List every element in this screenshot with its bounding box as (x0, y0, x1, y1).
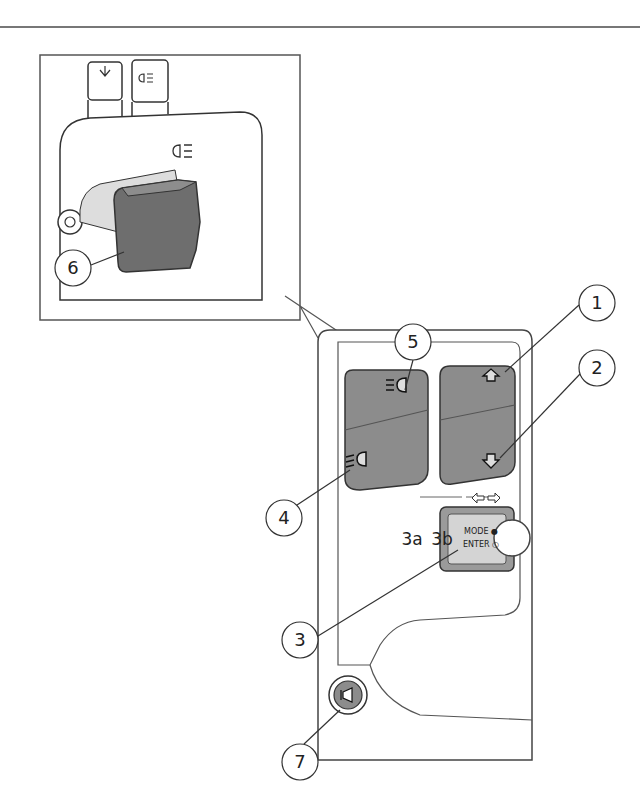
callout-number: 3b (431, 531, 453, 548)
callout-number: 6 (67, 259, 78, 277)
callout-number: 3 (294, 631, 305, 649)
callout-number: 4 (278, 509, 289, 527)
button-label: ENTER ○ (463, 541, 499, 549)
callout-number: 3a (401, 531, 422, 548)
callout-number: 2 (591, 359, 602, 377)
callout-number: 7 (294, 753, 305, 771)
button-label: MODE ● (464, 528, 498, 536)
callout-number: 5 (407, 333, 418, 351)
callout-number: 1 (591, 294, 602, 312)
